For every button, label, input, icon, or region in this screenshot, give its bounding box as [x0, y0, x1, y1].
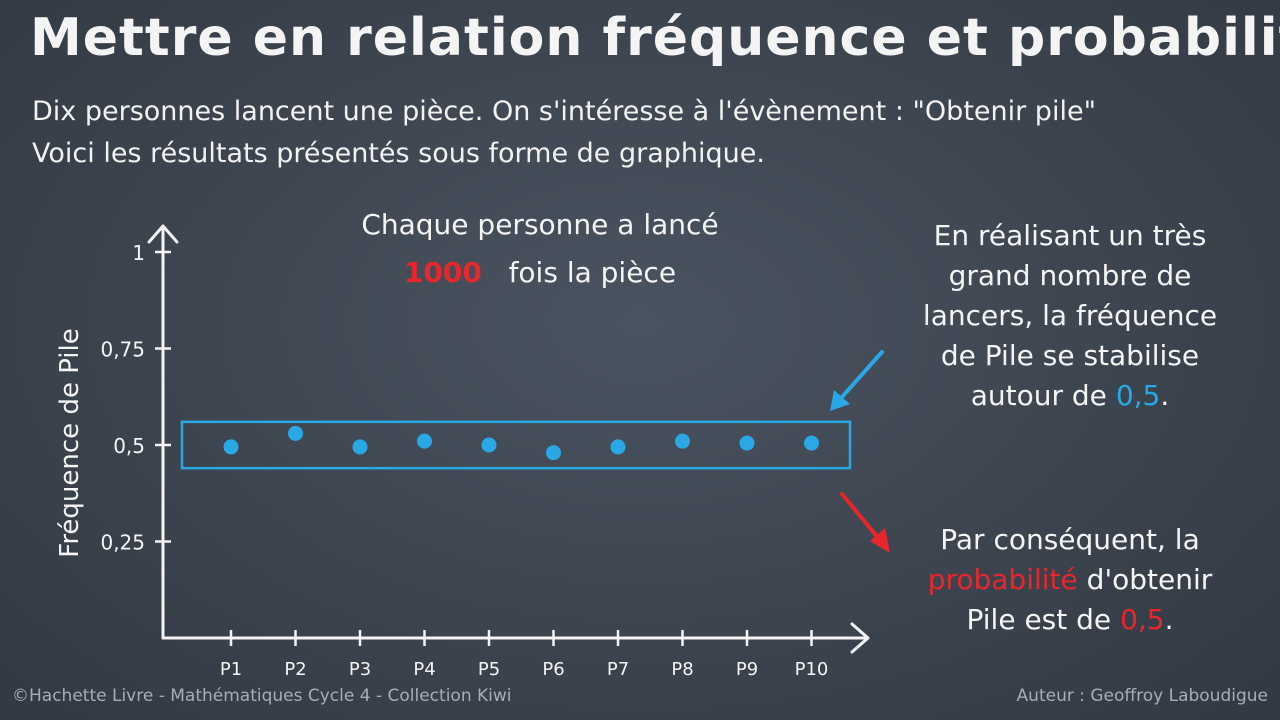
probability-value: 0,5 — [1120, 603, 1165, 636]
x-tick-label: P6 — [542, 659, 564, 680]
chart-ticks: 0,25 0,5 0,75 1P1 P2 P3 P4 P5 P6 P7 P8 P9 P10 — [100, 241, 828, 680]
data-point — [675, 433, 690, 449]
chart-axes — [147, 224, 870, 654]
red-arrow-head — [870, 528, 890, 553]
data-point — [288, 425, 303, 441]
data-point — [417, 433, 432, 449]
page-title: Mettre en relation fréquence et probabil… — [30, 8, 1280, 68]
data-point — [739, 435, 755, 451]
stabilise-note-line-1: En réalisant un très — [933, 219, 1207, 252]
x-tick-label: P5 — [478, 659, 500, 680]
probability-note-line-3: Pile est de 0,5. — [880, 600, 1260, 640]
stabilise-note-line-5: autour de 0,5. — [880, 376, 1260, 416]
y-tick-label: 0,5 — [113, 434, 145, 458]
chart-points — [223, 425, 819, 461]
blue-arrow-head — [830, 390, 850, 411]
highlight-band — [180, 420, 852, 470]
y-tick-label: 0,25 — [100, 531, 145, 555]
footer-copyright: ©Hachette Livre - Mathématiques Cycle 4 … — [12, 686, 512, 706]
y-tick-label: 1 — [132, 241, 145, 265]
probability-note-obtenir: d'obtenir — [1086, 563, 1213, 596]
caption-line-1: Chaque personne a lancé — [361, 208, 719, 241]
x-tick-label: P1 — [220, 659, 242, 680]
x-axis-arrowhead — [850, 622, 870, 654]
data-point — [546, 445, 561, 461]
stabilise-value: 0,5 — [1115, 379, 1161, 412]
highlight-rect — [180, 420, 852, 470]
data-point — [481, 437, 497, 453]
throw-count: 1000 — [403, 256, 482, 289]
probability-note-line-2: probabilité d'obtenir — [880, 560, 1260, 600]
stabilise-note-line-3: lancers, la fréquence — [922, 299, 1218, 332]
x-tick-label: P8 — [671, 659, 693, 680]
probability-note-pile: Pile est de — [966, 603, 1112, 636]
data-point — [610, 439, 626, 455]
data-point — [223, 439, 239, 455]
intro-line-2: Voici les résultats présentés sous forme… — [32, 138, 765, 169]
x-tick-label: P9 — [736, 659, 758, 680]
y-axis-label: Fréquence de Pile — [55, 328, 85, 558]
stabilise-note-line-4: de Pile se stabilise — [940, 339, 1200, 372]
x-tick-label: P7 — [607, 659, 629, 680]
stabilise-note: En réalisant un très grand nombre de lan… — [880, 216, 1260, 416]
data-point — [804, 435, 819, 451]
y-tick-label: 0,75 — [100, 338, 145, 362]
probability-note-end: . — [1164, 603, 1174, 636]
x-tick-label: P4 — [413, 659, 435, 680]
intro-line-1: Dix personnes lancent une pièce. On s'in… — [32, 96, 1096, 127]
probability-note-line-1: Par conséquent, la — [940, 523, 1200, 556]
x-tick-label: P10 — [795, 659, 829, 680]
x-tick-label: P3 — [349, 659, 371, 680]
probability-note: Par conséquent, la probabilité d'obtenir… — [880, 520, 1260, 640]
footer-author: Auteur : Geoffroy Laboudigue — [1016, 686, 1268, 706]
stabilise-note-autour: autour de — [970, 379, 1107, 412]
data-point — [352, 439, 368, 455]
annotation-arrows — [830, 350, 890, 553]
stabilise-note-line-2: grand nombre de — [948, 259, 1192, 292]
stabilise-note-end: . — [1160, 379, 1170, 412]
caption-line-2-rest: fois la pièce — [508, 256, 677, 289]
probability-word: probabilité — [927, 563, 1078, 596]
x-tick-label: P2 — [284, 659, 306, 680]
y-axis-arrowhead — [147, 224, 179, 244]
caption-line-2: 1000 fois la pièce — [290, 256, 790, 289]
